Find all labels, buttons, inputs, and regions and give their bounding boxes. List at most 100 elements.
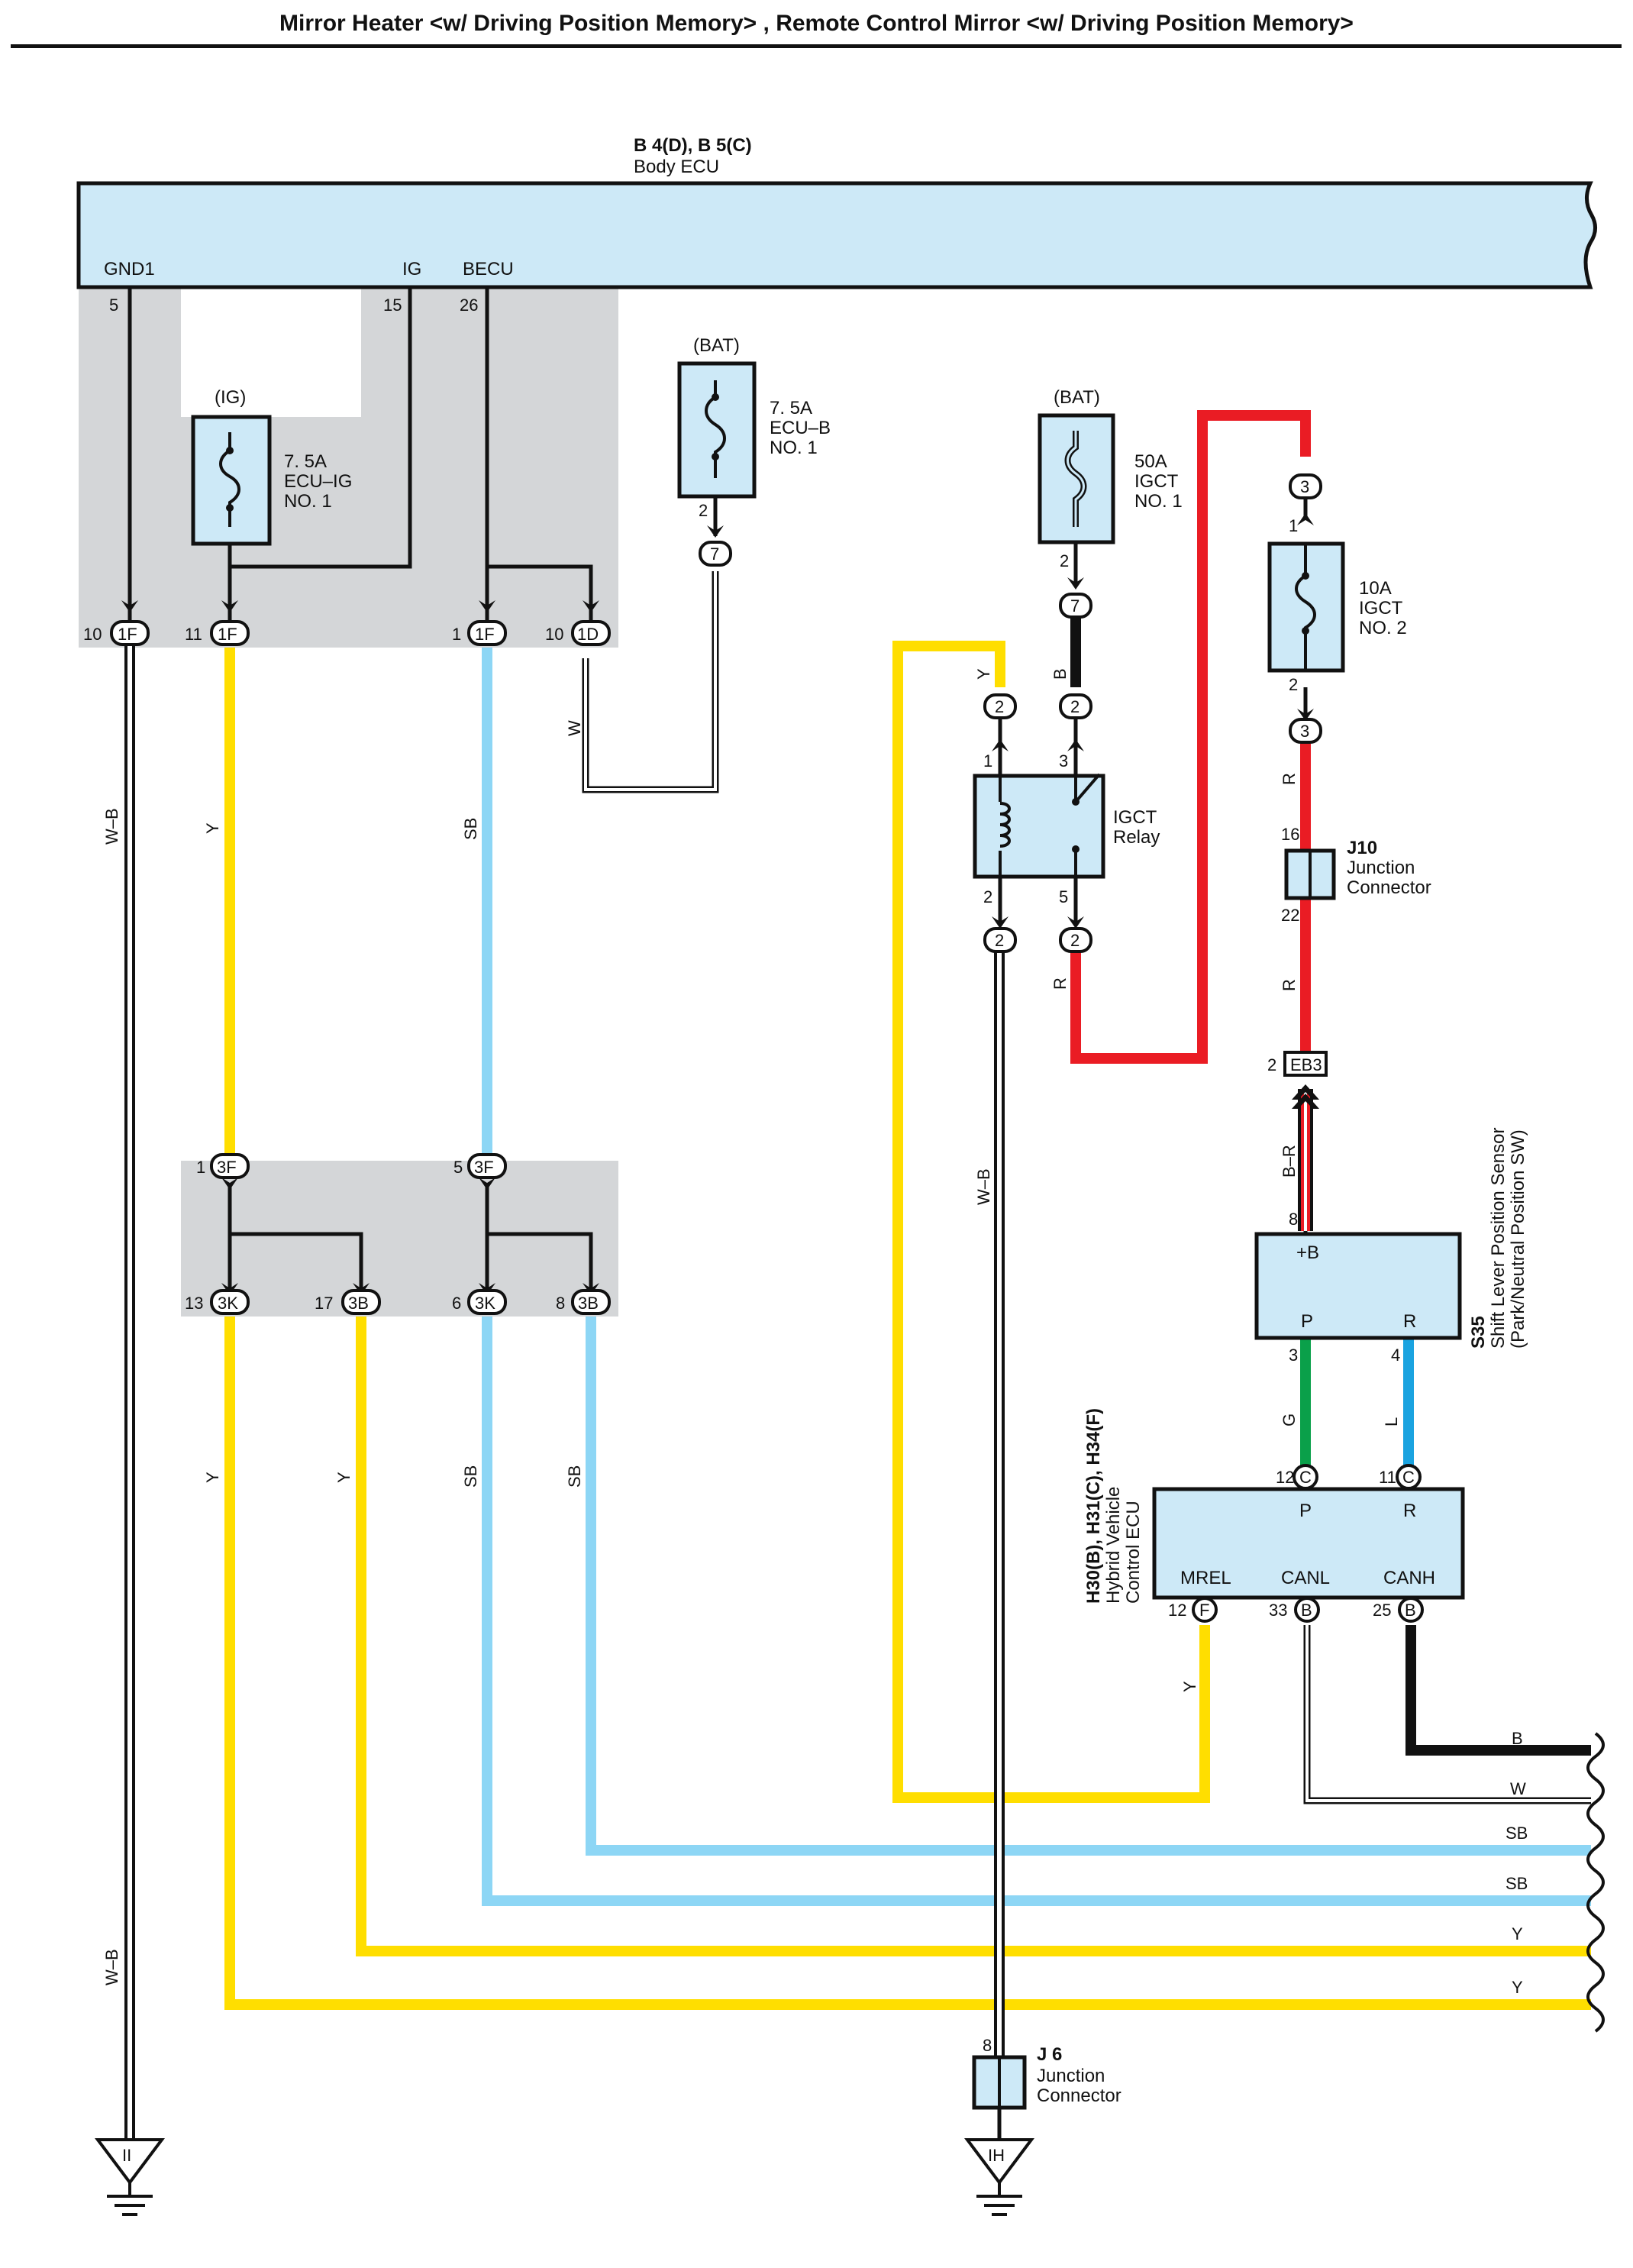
- eb3-name: EB3: [1290, 1055, 1322, 1074]
- wire-label: Y: [334, 1472, 353, 1483]
- fuse-ecu-b-number: NO. 1: [770, 438, 818, 458]
- j10-code: J10: [1347, 838, 1377, 858]
- s35-name: Shift Lever Position Sensor: [1488, 1128, 1509, 1349]
- wire-y-relay-mrel: [892, 641, 1210, 1803]
- pin-number: 25: [1373, 1601, 1391, 1620]
- fuse-igct-2-number: NO. 2: [1359, 618, 1407, 638]
- title-rule: [11, 44, 1622, 48]
- body-ecu-name: Body ECU: [634, 157, 719, 177]
- bus-label: SB: [1506, 1824, 1528, 1843]
- j10-name: Junction: [1347, 858, 1415, 878]
- connector-name: 7: [710, 544, 719, 564]
- bus-label: W: [1510, 1779, 1526, 1798]
- s35-shift-lever-sensor: [1254, 1232, 1462, 1340]
- wire-label: Y: [974, 668, 993, 680]
- wire-label: L: [1382, 1417, 1401, 1426]
- fuse-igct-1: [1038, 413, 1115, 544]
- j6-junction-connector: [972, 2055, 1027, 2140]
- body-ecu-pin-ig: IG: [402, 259, 421, 279]
- pin-number: 1: [1289, 516, 1298, 535]
- diagram-title: Mirror Heater <w/ Driving Position Memor…: [279, 11, 1354, 36]
- pin-number: 8: [983, 2036, 992, 2055]
- fuse-igct-2: [1267, 541, 1345, 673]
- connector-name: 3: [1300, 722, 1309, 741]
- connector-name: 3B: [348, 1294, 369, 1313]
- wire-sb-becu: [482, 648, 492, 1167]
- wire-sb-bus-2: [586, 1317, 1591, 1856]
- hv-ecu-label-mrel: MREL: [1180, 1568, 1231, 1588]
- j6-type: Connector: [1037, 2085, 1121, 2106]
- wire-y-bus-2: [356, 1317, 1591, 1956]
- wire-label: R: [1280, 773, 1299, 785]
- connector-name: 7: [1070, 596, 1080, 615]
- pin-number: 12: [1168, 1601, 1186, 1620]
- wire-sb-bus-1: [482, 1317, 1591, 1906]
- connector-arrows: [121, 513, 1319, 1295]
- ground-ii-symbol: [95, 2138, 165, 2216]
- connector-name: 3: [1300, 477, 1309, 496]
- pin-number: 8: [556, 1294, 565, 1313]
- bus-label: Y: [1512, 1978, 1523, 1997]
- relay-type: Relay: [1113, 827, 1160, 848]
- pin-number: 11: [185, 625, 202, 644]
- wire-r-j10-eb3: [1300, 898, 1311, 1052]
- bus-label: B: [1512, 1729, 1523, 1748]
- wire-label: W–B: [102, 1949, 121, 1985]
- wire-wb-ground-ii: [124, 641, 135, 2138]
- pin-number: 8: [1289, 1210, 1298, 1229]
- junction-block-upper: [79, 289, 618, 648]
- wire-label: SB: [461, 818, 480, 840]
- wire-label: G: [1280, 1413, 1299, 1426]
- wire-r-relay-fuse2: [1070, 410, 1311, 1064]
- connector-name: 2: [995, 697, 1004, 716]
- ground-ih-symbol: [964, 2138, 1034, 2216]
- fuse-ecu-b-rating: 7. 5A: [770, 398, 812, 418]
- ground-label: II: [122, 2146, 131, 2165]
- connector-name: 2: [1070, 931, 1080, 950]
- pin-number: 2: [1060, 551, 1069, 570]
- fuse-ecu-ig-source: (IG): [215, 387, 246, 408]
- pin-number: 3: [1059, 751, 1068, 771]
- wire-br-eb3-s35: [1298, 1089, 1313, 1231]
- pin-number: 6: [452, 1294, 461, 1313]
- connector-name: 2: [995, 931, 1004, 950]
- pin-number: 2: [1289, 675, 1298, 694]
- wire-label: W–B: [974, 1168, 993, 1205]
- pin-number: 1: [983, 751, 992, 771]
- j6-code: J 6: [1037, 2044, 1062, 2065]
- connector-name: 3K: [218, 1294, 238, 1313]
- body-ecu: [76, 181, 1597, 289]
- pin-number: 5: [453, 1158, 463, 1177]
- wire-b-igct: [1070, 611, 1081, 687]
- pin-number: 13: [185, 1294, 203, 1313]
- connector-name: 2: [1070, 697, 1080, 716]
- pin-number: 5: [1059, 887, 1068, 906]
- pin-number: 33: [1269, 1601, 1287, 1620]
- hv-ecu-label-canh: CANH: [1383, 1568, 1435, 1588]
- ground-label: IH: [988, 2146, 1005, 2165]
- wire-label: Y: [203, 1472, 222, 1483]
- pin-number: 16: [1281, 825, 1299, 844]
- wire-w-canl: [1303, 1625, 1591, 1804]
- wire-label: W: [565, 720, 584, 736]
- pin-number: 2: [1267, 1055, 1276, 1074]
- s35-code: S35: [1468, 1316, 1489, 1349]
- connector-name: 1F: [475, 625, 495, 644]
- connector-name: 1F: [118, 625, 137, 644]
- eb3-connector: [1283, 1051, 1328, 1077]
- wire-break-line: [1586, 1732, 1605, 2033]
- pin-number: 10: [83, 625, 102, 644]
- connector-name: C: [1402, 1468, 1415, 1487]
- wire-label: B: [1050, 668, 1070, 680]
- hv-ecu-label-r: R: [1403, 1501, 1416, 1521]
- hv-ecu-label-canl: CANL: [1281, 1568, 1330, 1588]
- connector-name: 3B: [578, 1294, 599, 1313]
- wire-b-canh: [1405, 1625, 1591, 1756]
- bus-label: SB: [1506, 1874, 1528, 1893]
- s35-label-b: +B: [1296, 1242, 1319, 1263]
- fuse-ecu-b: [677, 361, 757, 499]
- j10-type: Connector: [1347, 877, 1431, 898]
- fuse-igct-2-rating: 10A: [1359, 578, 1392, 599]
- s35-label-r: R: [1403, 1311, 1416, 1332]
- pin-number: 3: [1289, 1346, 1298, 1365]
